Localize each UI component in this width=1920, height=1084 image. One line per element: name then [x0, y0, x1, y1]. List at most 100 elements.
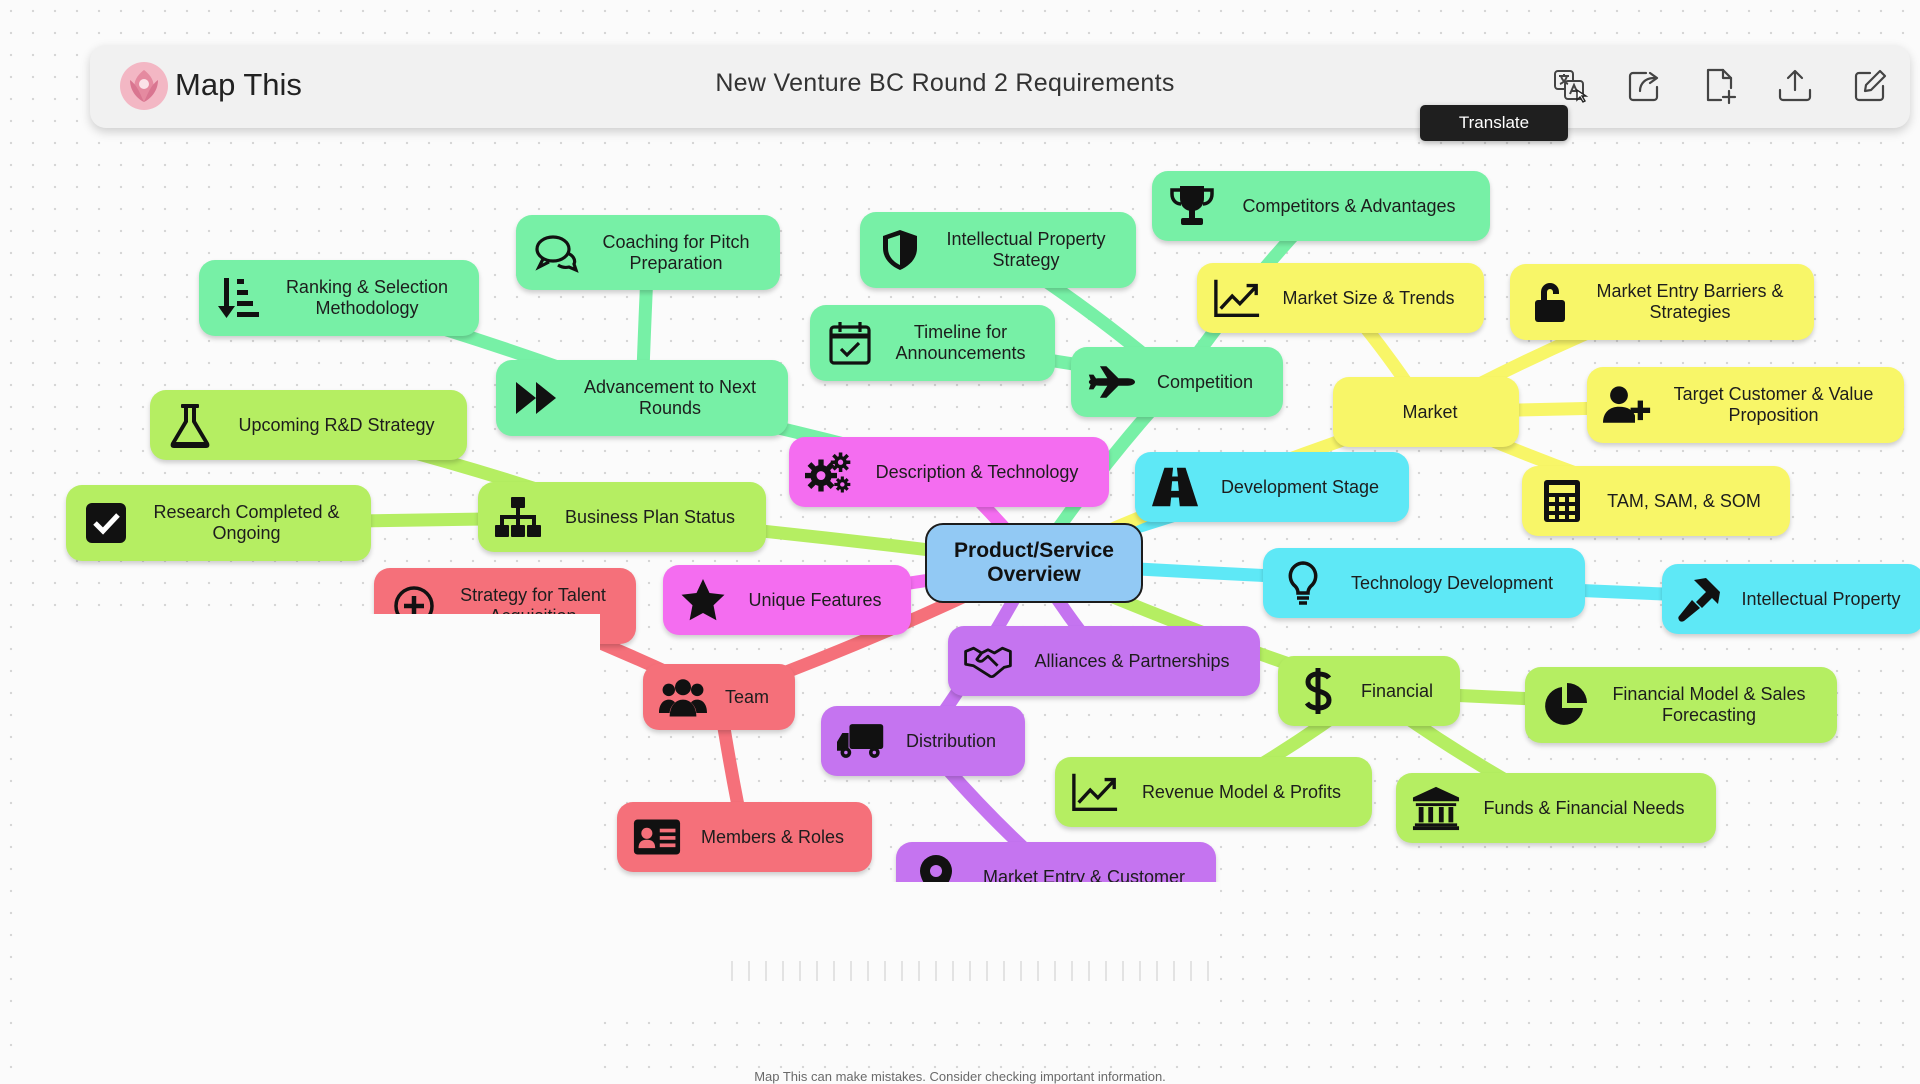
node-unique[interactable]: Unique Features: [663, 565, 911, 635]
node-coaching[interactable]: Coaching for Pitch Preparation: [516, 215, 780, 290]
node-competition[interactable]: Competition: [1071, 347, 1283, 417]
chat-bubbles-icon: [532, 229, 580, 277]
calendar-check-icon: [826, 319, 874, 367]
id-card-icon: [633, 813, 681, 861]
node-label: Timeline for Announcements: [895, 322, 1026, 363]
node-members[interactable]: Members & Roles: [617, 802, 872, 872]
node-label: Market Entry Barriers & Strategies: [1596, 281, 1784, 322]
node-tam[interactable]: TAM, SAM, & SOM: [1522, 466, 1790, 536]
fast-forward-icon: [512, 374, 560, 422]
node-label: Intellectual Property Strategy: [946, 229, 1106, 270]
trend-chart-icon: [1071, 768, 1119, 816]
node-label: Intellectual Property: [1741, 588, 1901, 609]
node-label: Ranking & Selection Methodology: [285, 277, 449, 318]
node-tech-dev[interactable]: Technology Development: [1263, 548, 1585, 618]
document-title[interactable]: New Venture BC Round 2 Requirements: [715, 69, 1175, 97]
node-label: Coaching for Pitch Preparation: [602, 231, 750, 273]
edit-button[interactable]: [1846, 62, 1894, 110]
star-icon: [679, 576, 727, 624]
node-label: Members & Roles: [700, 826, 845, 847]
unlock-icon: [1526, 278, 1574, 326]
blank-overlay-bottom: [600, 882, 1220, 1012]
calculator-icon: [1538, 477, 1586, 525]
node-label: Alliances & Partnerships: [1034, 650, 1230, 671]
node-label: TAM, SAM, & SOM: [1607, 490, 1761, 511]
shield-icon: [876, 226, 924, 274]
node-label: Distribution: [905, 730, 997, 751]
user-plus-icon: [1603, 381, 1651, 429]
node-team[interactable]: Team: [643, 664, 795, 730]
checkbox-icon: [82, 499, 130, 547]
gears-icon: [805, 448, 853, 496]
trophy-icon: [1168, 182, 1216, 230]
node-label: Business Plan Status: [564, 506, 736, 527]
bank-icon: [1412, 784, 1460, 832]
sort-list-icon: [215, 274, 263, 322]
node-revenue[interactable]: Revenue Model & Profits: [1055, 757, 1372, 827]
node-market-size[interactable]: Market Size & Trends: [1197, 263, 1484, 333]
translate-button[interactable]: [1546, 62, 1594, 110]
truck-icon: [837, 717, 885, 765]
node-distribution[interactable]: Distribution: [821, 706, 1025, 776]
node-label: Financial Model & Sales Forecasting: [1612, 684, 1806, 725]
gavel-icon: [1678, 575, 1726, 623]
disclaimer-footer: Map This can make mistakes. Consider che…: [754, 1069, 1166, 1084]
header-toolbar: Map This New Venture BC Round 2 Requirem…: [90, 45, 1910, 128]
node-label: Research Completed & Ongoing: [153, 502, 340, 543]
handshake-icon: [964, 637, 1012, 685]
node-label: Description & Technology: [875, 461, 1079, 482]
node-fin-model[interactable]: Financial Model & Sales Forecasting: [1525, 667, 1837, 743]
airplane-icon: [1087, 358, 1135, 406]
node-label: Upcoming R&D Strategy: [238, 414, 435, 435]
node-ip[interactable]: Intellectual Property: [1662, 564, 1920, 634]
node-label: Financial: [1360, 680, 1434, 701]
share-button[interactable]: [1620, 62, 1668, 110]
dollar-icon: [1294, 667, 1342, 715]
translate-tooltip: Translate: [1420, 105, 1568, 141]
node-label: Development Stage: [1220, 476, 1380, 497]
node-rd-strategy[interactable]: Upcoming R&D Strategy: [150, 390, 467, 460]
node-funds[interactable]: Funds & Financial Needs: [1396, 773, 1716, 843]
edit-icon: [1854, 69, 1887, 102]
node-target-customer[interactable]: Target Customer & Value Proposition: [1587, 367, 1904, 443]
pie-chart-icon: [1541, 681, 1589, 729]
node-label: Team: [724, 686, 769, 707]
node-label: Advancement to Next Rounds: [583, 377, 757, 418]
node-label: Competition: [1156, 371, 1254, 392]
node-advancement[interactable]: Advancement to Next Rounds: [496, 360, 788, 436]
node-label: Competitors & Advantages: [1242, 195, 1456, 216]
blank-overlay-left: [18, 614, 600, 1080]
translate-icon: [1554, 70, 1589, 103]
node-market-barriers[interactable]: Market Entry Barriers & Strategies: [1510, 264, 1814, 340]
lightbulb-icon: [1279, 559, 1327, 607]
new-file-button[interactable]: [1695, 62, 1743, 110]
users-icon: [659, 673, 707, 721]
node-description[interactable]: Description & Technology: [789, 437, 1109, 507]
node-competitors[interactable]: Competitors & Advantages: [1152, 171, 1490, 241]
node-ip-strategy[interactable]: Intellectual Property Strategy: [860, 212, 1136, 288]
faint-tick-strip: [731, 961, 1209, 981]
app-logo-icon: [116, 58, 172, 114]
node-alliances[interactable]: Alliances & Partnerships: [948, 626, 1260, 696]
center-node-product-service-overview[interactable]: Product/Service Overview: [925, 523, 1143, 603]
trend-chart-icon: [1213, 274, 1261, 322]
node-ranking[interactable]: Ranking & Selection Methodology: [199, 260, 479, 336]
node-label: Market Size & Trends: [1282, 287, 1455, 308]
road-icon: [1151, 463, 1199, 511]
node-label: Market: [1402, 401, 1458, 422]
node-label: Unique Features: [748, 589, 882, 610]
app-name: Map This: [175, 67, 302, 102]
node-label: Technology Development: [1350, 572, 1554, 593]
node-dev-stage[interactable]: Development Stage: [1135, 452, 1409, 522]
new-file-icon: [1706, 68, 1737, 105]
node-research[interactable]: Research Completed & Ongoing: [66, 485, 371, 561]
node-timeline[interactable]: Timeline for Announcements: [810, 305, 1055, 381]
node-label: Target Customer & Value Proposition: [1673, 384, 1874, 425]
node-label: Revenue Model & Profits: [1141, 781, 1342, 802]
node-business-plan[interactable]: Business Plan Status: [478, 482, 766, 552]
node-market[interactable]: Market: [1333, 377, 1519, 447]
share-icon: [1628, 71, 1659, 102]
flask-icon: [166, 401, 214, 449]
node-financial[interactable]: Financial: [1278, 656, 1460, 726]
upload-button[interactable]: [1771, 62, 1819, 110]
